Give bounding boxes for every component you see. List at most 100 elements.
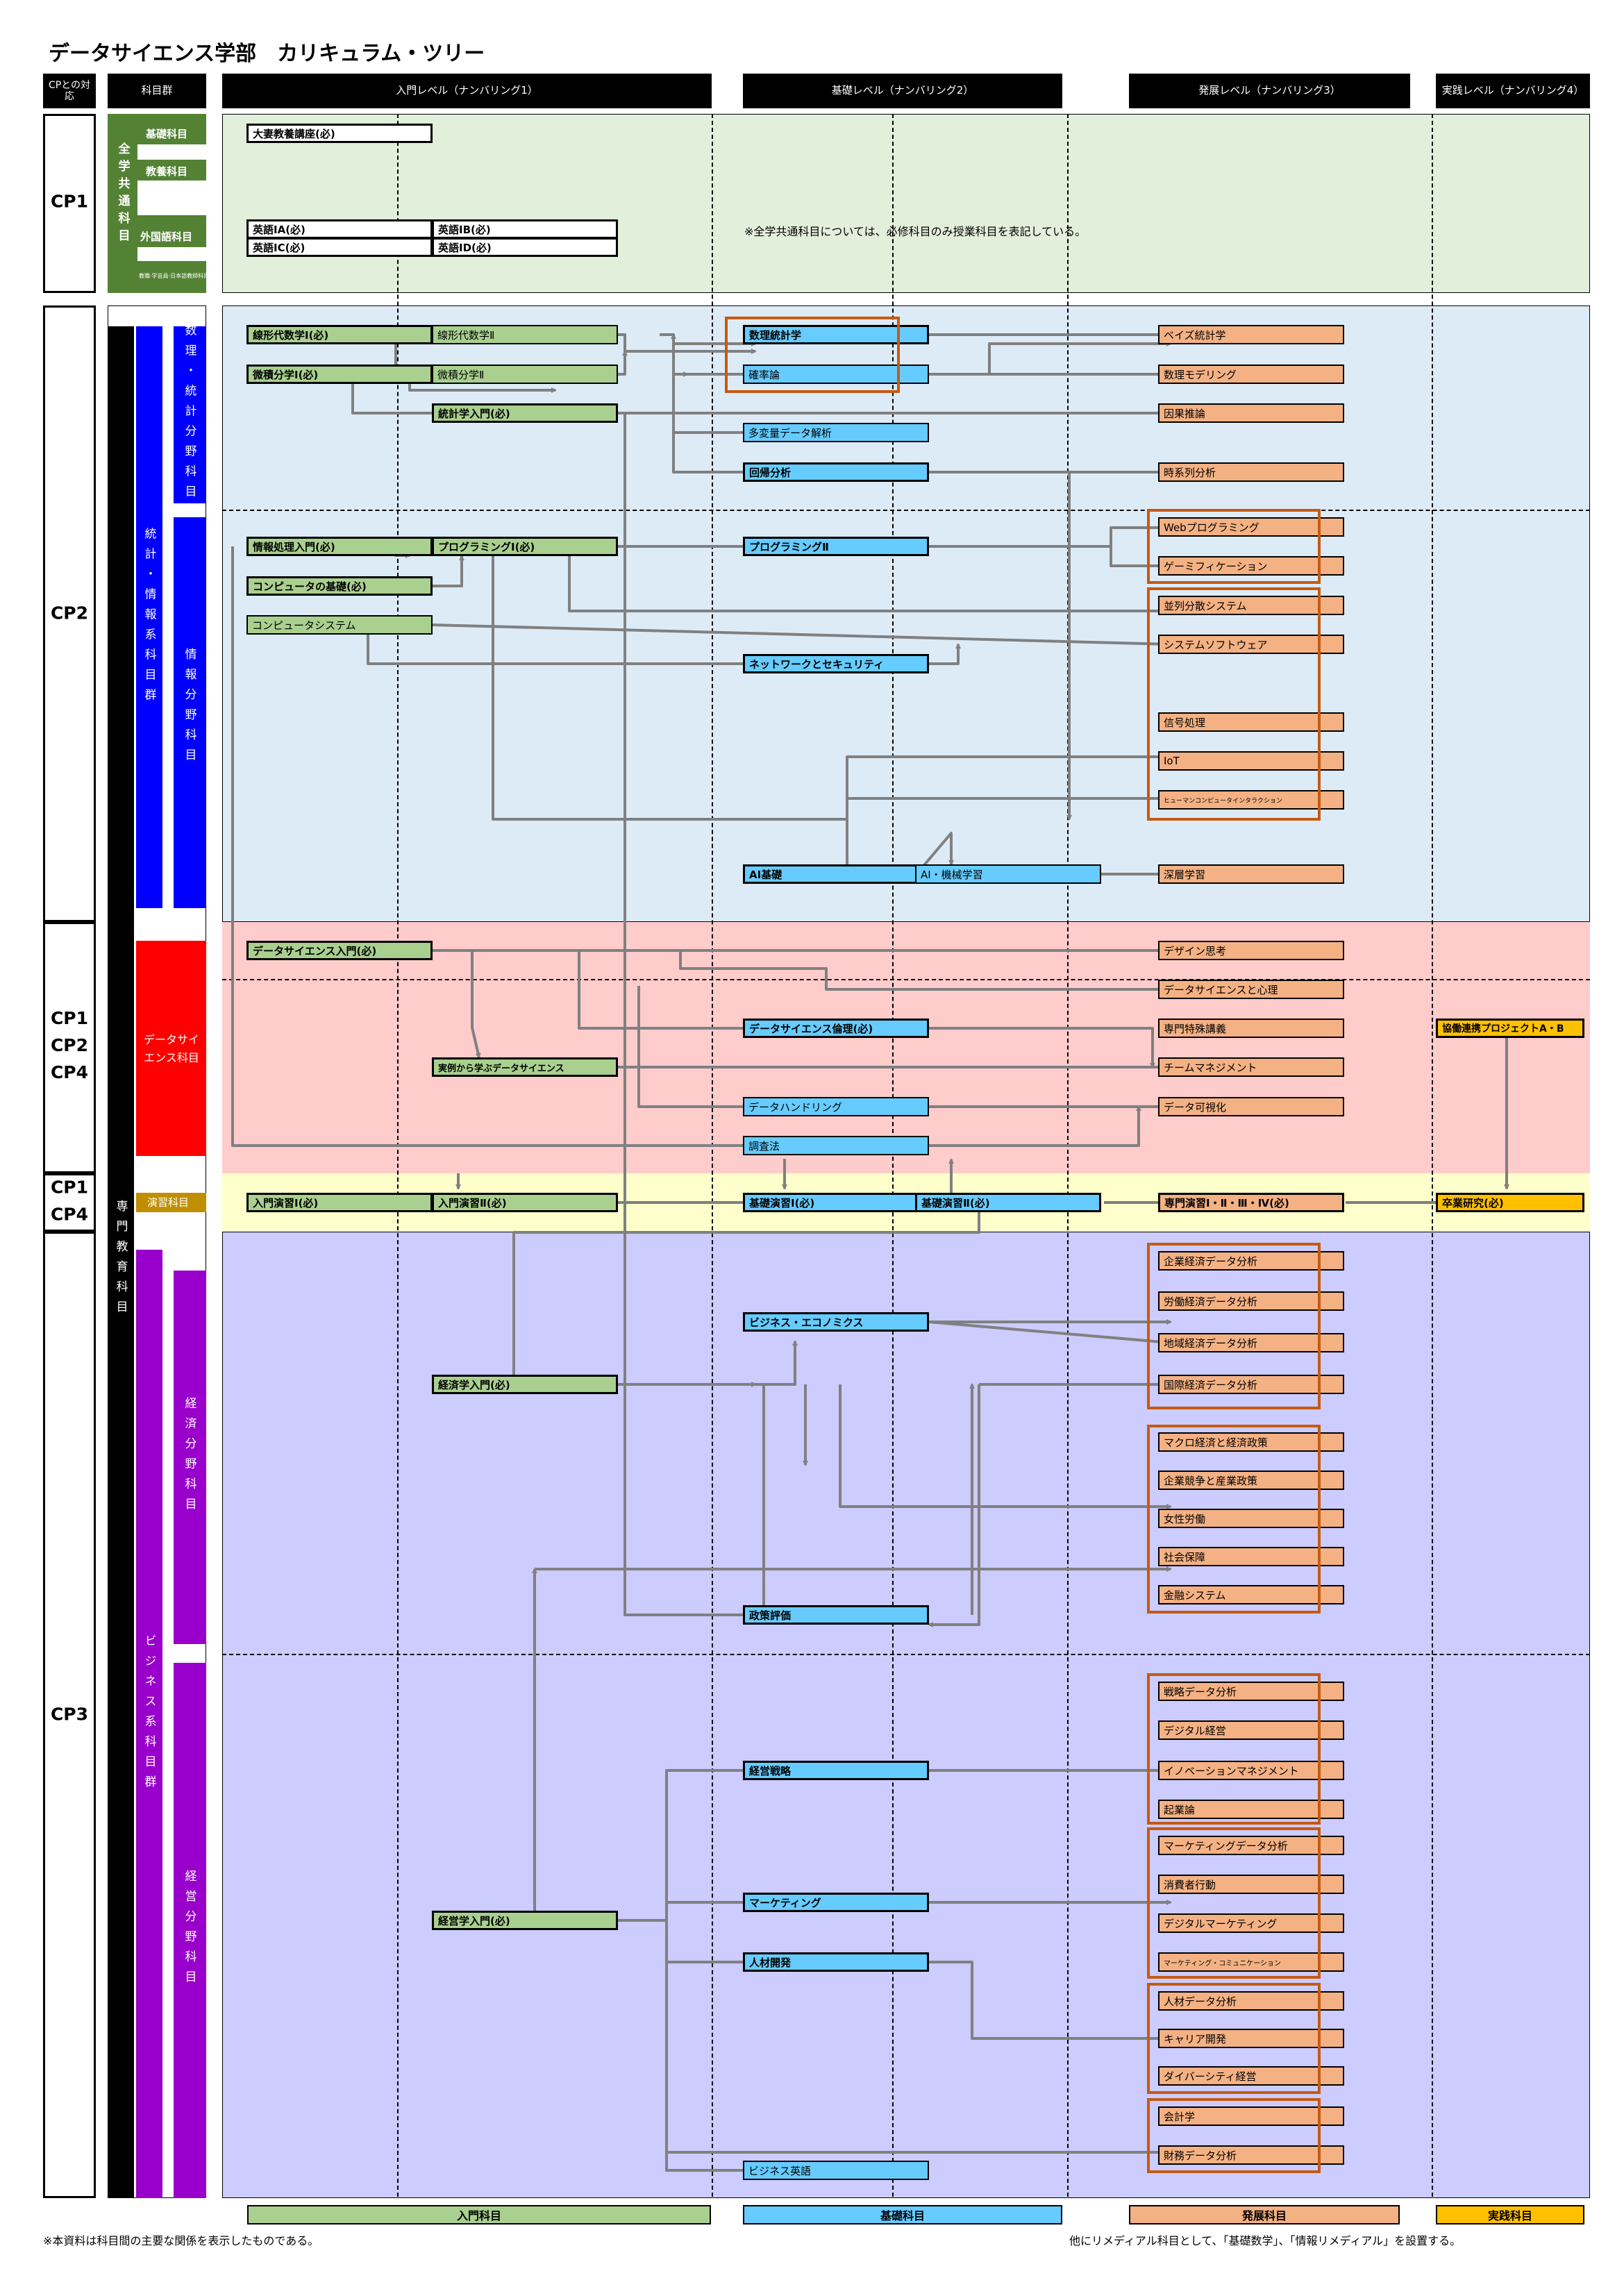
course-sotsugyo[interactable]: 卒業研究(必) <box>1436 1193 1584 1212</box>
course-data-handling[interactable]: データハンドリング <box>743 1097 929 1116</box>
course-hci[interactable]: ヒューマンコンピュータインタラクション <box>1158 790 1344 810</box>
course-kyodo[interactable]: 協働連携プロジェクトA・B <box>1436 1019 1584 1038</box>
course-bibun2[interactable]: 微積分学Ⅱ <box>432 364 618 384</box>
course-career[interactable]: キャリア開発 <box>1158 2029 1344 2048</box>
course-jinzai[interactable]: 人材開発 <box>743 1952 929 1972</box>
group-senmon-black <box>108 326 134 2198</box>
course-bayes[interactable]: ベイズ統計学 <box>1158 325 1344 344</box>
course-team[interactable]: チームマネジメント <box>1158 1057 1344 1077</box>
course-kinyu[interactable]: 金融システム <box>1158 1585 1344 1604</box>
course-mkt-comm[interactable]: マーケティング・コミュニケーション <box>1158 1952 1344 1972</box>
course-mkt-data[interactable]: マーケティングデータ分析 <box>1158 1836 1344 1855</box>
course-senryaku-data[interactable]: 戦略データ分析 <box>1158 1682 1344 1701</box>
relationship-arrow <box>511 1212 980 1386</box>
course-comp-sys[interactable]: コンピュータシステム <box>246 615 433 635</box>
course-biz-econ[interactable]: ビジネス・エコノミクス <box>743 1312 929 1332</box>
course-diversity[interactable]: ダイバーシティ経営 <box>1158 2066 1344 2086</box>
course-kaiki[interactable]: 回帰分析 <box>743 462 929 482</box>
course-gami[interactable]: ゲーミフィケーション <box>1158 556 1344 576</box>
group-kiso-blank <box>137 144 206 160</box>
relationship-arrow <box>665 1900 757 1920</box>
group-kyoyo-blank <box>137 181 206 215</box>
course-joho-nyumon[interactable]: 情報処理入門(必) <box>246 537 433 556</box>
course-eng1b[interactable]: 英語ⅠB(必) <box>432 219 618 239</box>
course-kigyo-keizai[interactable]: 企業経済データ分析 <box>1158 1251 1344 1271</box>
course-seisaku[interactable]: 政策評価 <box>743 1605 929 1625</box>
course-jinzai-data[interactable]: 人材データ分析 <box>1158 1991 1344 2011</box>
course-ai-kiso[interactable]: AI基礎 <box>743 864 929 884</box>
course-zaimu[interactable]: 財務データ分析 <box>1158 2145 1344 2165</box>
course-senmon-enshu[interactable]: 専門演習Ⅰ・Ⅱ・Ⅲ・Ⅳ(必) <box>1158 1193 1344 1212</box>
relationship-arrow <box>929 643 961 665</box>
course-web[interactable]: Webプログラミング <box>1158 517 1344 537</box>
relationship-arrow <box>618 1768 757 1922</box>
group-gaikokugo-blank <box>137 247 206 261</box>
row-divider-ds <box>222 979 1590 980</box>
course-kigyo-kyoso[interactable]: 企業競争と産業政策 <box>1158 1470 1344 1490</box>
course-senkei2[interactable]: 線形代数学Ⅱ <box>432 325 618 344</box>
course-iot[interactable]: IoT <box>1158 751 1344 771</box>
header-level4: 実践レベル（ナンバリング4） <box>1436 74 1590 108</box>
course-eng1c[interactable]: 英語ⅠC(必) <box>246 237 433 257</box>
course-nyumon-enshu1[interactable]: 入門演習Ⅰ(必) <box>246 1193 433 1212</box>
course-josei-rodo[interactable]: 女性労働 <box>1158 1509 1344 1528</box>
col-line-5 <box>1432 114 1433 2197</box>
relationship-arrow <box>928 1321 1172 1346</box>
course-innovation[interactable]: イノベーションマネジメント <box>1158 1761 1344 1780</box>
course-kiso-enshu2[interactable]: 基礎演習Ⅱ(必) <box>915 1193 1101 1212</box>
col-line-2 <box>712 114 713 2197</box>
course-eng1d[interactable]: 英語ⅠD(必) <box>432 237 618 257</box>
group-tokei-bar <box>136 326 162 908</box>
course-chiiki-keizai[interactable]: 地域経済データ分析 <box>1158 1333 1344 1352</box>
course-shinso[interactable]: 深層学習 <box>1158 864 1344 884</box>
course-tokei-nyumon[interactable]: 統計学入門(必) <box>432 403 618 423</box>
course-kokusai-keizai[interactable]: 国際経済データ分析 <box>1158 1375 1344 1394</box>
course-nyumon-enshu2[interactable]: 入門演習Ⅱ(必) <box>432 1193 618 1212</box>
course-shingo[interactable]: 信号処理 <box>1158 712 1344 732</box>
course-chosa[interactable]: 調査法 <box>743 1136 929 1155</box>
course-heiretsu[interactable]: 並列分散システム <box>1158 596 1344 615</box>
group-enshu-label: 演習科目 <box>147 1196 190 1209</box>
course-kigyo-ron[interactable]: 起業論 <box>1158 1800 1344 1819</box>
group-small-label: 教職·学芸員·日本語教師科目 <box>139 273 210 279</box>
note-zengaku: ※全学共通科目については、必修科目のみ授業科目を表記している。 <box>744 225 1087 238</box>
course-shohisha[interactable]: 消費者行動 <box>1158 1875 1344 1894</box>
course-prog1[interactable]: プログラミングⅠ(必) <box>432 537 618 556</box>
course-rodo-keizai[interactable]: 労働経済データ分析 <box>1158 1291 1344 1311</box>
course-taikyo[interactable]: 大妻教養講座(必) <box>246 124 433 143</box>
row-divider-keizai-keiei <box>222 1654 1590 1655</box>
course-biz-eigo[interactable]: ビジネス英語 <box>743 2161 929 2180</box>
course-ds-shinri[interactable]: データサイエンスと心理 <box>1158 980 1344 999</box>
course-inga[interactable]: 因果推論 <box>1158 403 1344 423</box>
cp-box-r5 <box>43 1232 96 2198</box>
course-keiei-nyumon[interactable]: 経営学入門(必) <box>432 1911 618 1930</box>
course-comp-kiso[interactable]: コンピュータの基礎(必) <box>246 576 433 596</box>
course-tahenryo[interactable]: 多変量データ解析 <box>743 423 929 442</box>
course-network[interactable]: ネットワークとセキュリティ <box>743 654 929 673</box>
course-jitsurei[interactable]: 実例から学ぶデータサイエンス <box>432 1057 618 1077</box>
course-macro[interactable]: マクロ経済と経済政策 <box>1158 1432 1344 1452</box>
course-jikeiretsu[interactable]: 時系列分析 <box>1158 462 1344 482</box>
relationship-arrow <box>929 1105 1141 1147</box>
course-bibun1[interactable]: 微積分学Ⅰ(必) <box>246 364 433 384</box>
course-senkei1[interactable]: 線形代数学Ⅰ(必) <box>246 325 433 344</box>
course-kaikei[interactable]: 会計学 <box>1158 2106 1344 2126</box>
course-kiso-enshu1[interactable]: 基礎演習Ⅰ(必) <box>743 1193 929 1212</box>
course-suri-model[interactable]: 数理モデリング <box>1158 364 1344 384</box>
course-sys-soft[interactable]: システムソフトウェア <box>1158 635 1344 654</box>
course-kashika[interactable]: データ可視化 <box>1158 1097 1344 1116</box>
course-keizai-nyumon[interactable]: 経済学入門(必) <box>432 1375 618 1394</box>
course-ai-ml[interactable]: AI・機械学習 <box>915 864 1101 884</box>
course-senmon-tokubetsu[interactable]: 専門特殊講義 <box>1158 1019 1344 1038</box>
course-prog2[interactable]: プログラミングⅡ <box>743 537 929 556</box>
course-ds-nyumon[interactable]: データサイエンス入門(必) <box>246 941 433 960</box>
course-shakai-hosho[interactable]: 社会保障 <box>1158 1547 1344 1566</box>
course-digital-mkt[interactable]: デジタルマーケティング <box>1158 1913 1344 1933</box>
course-keiei-senryaku[interactable]: 経営戦略 <box>743 1761 929 1780</box>
course-design[interactable]: デザイン思考 <box>1158 941 1344 960</box>
course-digital-keiei[interactable]: デジタル経営 <box>1158 1720 1344 1740</box>
course-marketing[interactable]: マーケティング <box>743 1893 929 1912</box>
course-eng1a[interactable]: 英語ⅠA(必) <box>246 219 433 239</box>
course-ds-ronri[interactable]: データサイエンス倫理(必) <box>743 1019 929 1038</box>
